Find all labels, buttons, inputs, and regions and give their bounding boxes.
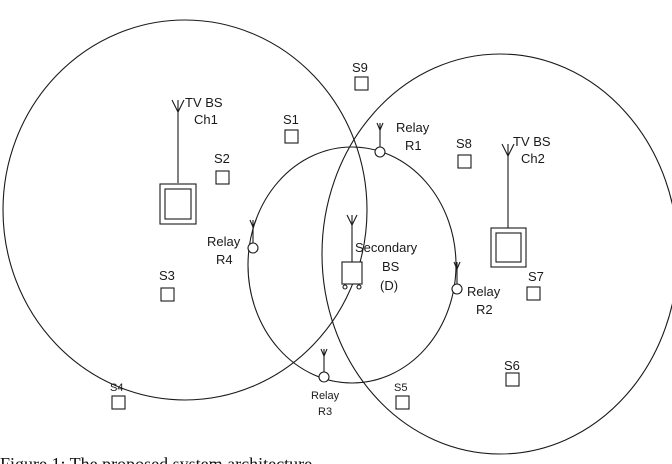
relay-r1-label-line2: R1 [405, 138, 422, 153]
tower-icon [159, 183, 197, 225]
antenna-icon [346, 214, 358, 262]
relay-r1-label-line1: Relay [396, 120, 430, 135]
antenna-icon [320, 348, 328, 373]
relay-node [374, 146, 386, 158]
secondary-user-label: S8 [456, 136, 472, 151]
relay-node [451, 283, 463, 295]
relay-node [318, 371, 330, 383]
secondary-user-label: S4 [110, 382, 123, 394]
antenna-icon [501, 143, 515, 228]
secondary-user-s9: S9 [352, 60, 369, 91]
antenna-icon [171, 99, 185, 183]
secondary-user-label: S9 [352, 60, 368, 75]
secondary-user-label: S7 [528, 269, 544, 284]
secondary-user-s6: S6 [504, 358, 520, 387]
secondary-user-s2: S2 [214, 151, 230, 185]
secondary-bs-coverage-circle [247, 146, 457, 384]
tv-bs-ch1-label-line1: TV BS [185, 95, 223, 110]
relay-node [247, 242, 259, 254]
secondary-user-s4: S4 [110, 382, 126, 410]
secondary-bs-label-line2: BS [382, 259, 400, 274]
tv-bs-ch2-label-line1: TV BS [513, 134, 551, 149]
relay-r3-label-line1: Relay [311, 390, 340, 402]
secondary-bs-label-line3: (D) [380, 278, 398, 293]
figure-caption: Figure 1: The proposed system architectu… [0, 454, 312, 464]
secondary-user-s3: S3 [159, 268, 175, 302]
secondary-user-label: S6 [504, 358, 520, 373]
antenna-icon [376, 122, 384, 148]
base-station-icon [341, 261, 363, 290]
secondary-user-label: S3 [159, 268, 175, 283]
tv-bs-ch1-coverage-circle [2, 19, 368, 401]
relay-r1: Relay R1 [374, 120, 430, 158]
tv-bs-ch1-label-line2: Ch1 [194, 112, 218, 127]
tv-bs-ch2: TV BS Ch2 [490, 134, 551, 268]
secondary-user-s7: S7 [526, 269, 544, 301]
tower-icon [490, 227, 527, 268]
user-square [526, 286, 541, 301]
secondary-user-s1: S1 [283, 112, 299, 144]
tv-bs-ch2-label-line2: Ch2 [521, 151, 545, 166]
relay-r2-label-line2: R2 [476, 302, 493, 317]
user-square [457, 154, 472, 169]
relay-r4-label-line2: R4 [216, 252, 233, 267]
tv-bs-ch2-coverage-circle [321, 53, 672, 455]
relay-r4-label-line1: Relay [207, 234, 241, 249]
user-square [395, 395, 410, 410]
tv-bs-ch1: TV BS Ch1 [159, 95, 223, 225]
antenna-icon [249, 219, 257, 244]
relay-r3: Relay R3 [311, 348, 340, 418]
antenna-icon [453, 261, 461, 285]
secondary-user-s5: S5 [394, 382, 410, 410]
user-square [215, 170, 230, 185]
relay-r4: Relay R4 [207, 219, 259, 267]
user-square [160, 287, 175, 302]
secondary-bs-label-line1: Secondary [355, 240, 418, 255]
secondary-user-label: S5 [394, 382, 407, 394]
secondary-user-label: S2 [214, 151, 230, 166]
user-square [354, 76, 369, 91]
relay-r2-label-line1: Relay [467, 284, 501, 299]
user-square [284, 129, 299, 144]
secondary-user-label: S1 [283, 112, 299, 127]
relay-r2: Relay R2 [451, 261, 501, 317]
user-square [505, 372, 520, 387]
secondary-user-s8: S8 [456, 136, 472, 169]
user-square [111, 395, 126, 410]
secondary-bs: Secondary BS (D) [341, 214, 418, 293]
relay-r3-label-line2: R3 [318, 406, 332, 418]
